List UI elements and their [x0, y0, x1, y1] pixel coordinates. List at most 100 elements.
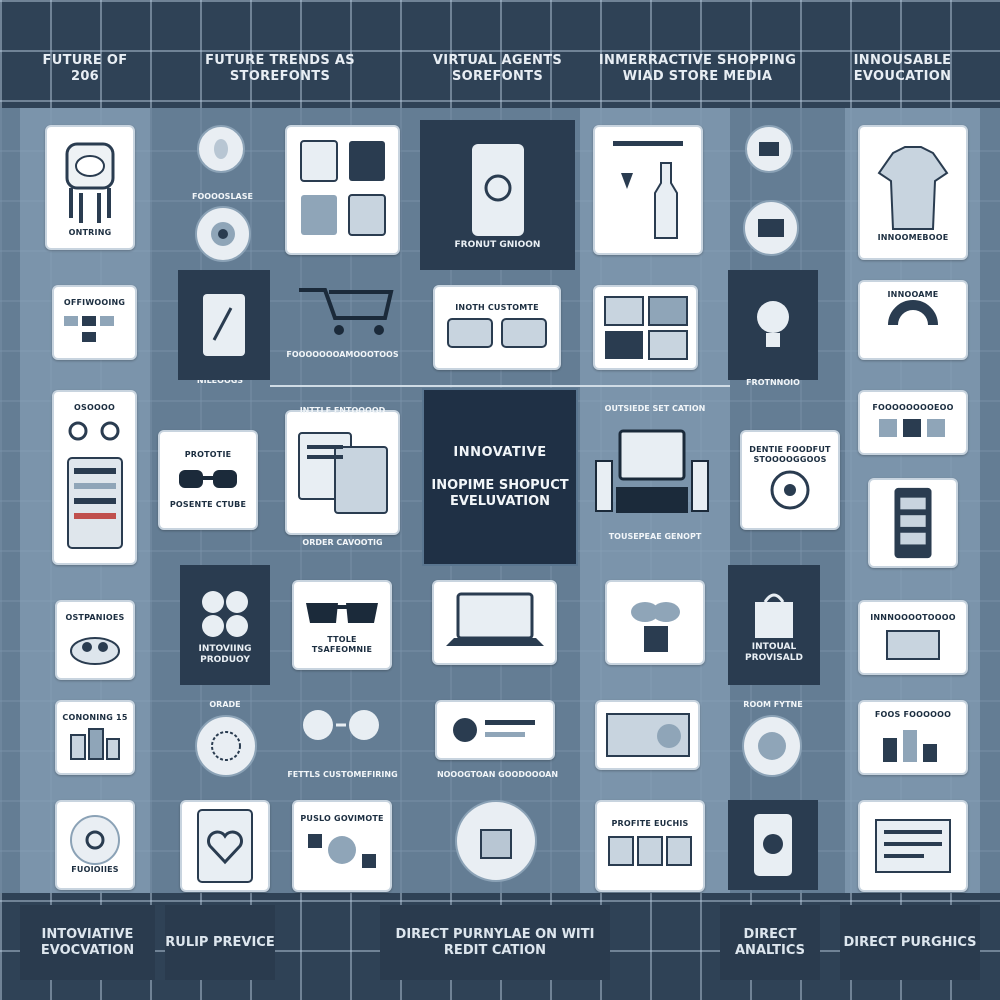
tablet-tile [178, 270, 270, 380]
tablet-icon [203, 294, 245, 356]
direct-label: OUTSIEDE SET CATION [604, 404, 706, 413]
card-dentie[interactable]: DENTIE FOODFUT STOOOOGGOOS [740, 430, 840, 530]
right-3-label: FOOOOOOOOEOO [872, 402, 954, 412]
right-6-label: FOOS FOOOOOO [874, 710, 952, 719]
tools-icon [879, 418, 945, 437]
card-left-6-label: FUOIOIIES [71, 865, 119, 874]
card-left-3-label: OSOOOO [74, 402, 115, 412]
prototype-label: PROTOTIE [184, 450, 232, 459]
profile-circle-icon [197, 125, 245, 173]
bar-chart-icon [883, 730, 937, 762]
cart-label: FOOOOOOOAMOOOTOOS [286, 350, 399, 359]
card-plant[interactable] [605, 580, 705, 665]
heart-phone-icon [197, 809, 253, 883]
sunglasses-icon [306, 603, 378, 623]
center-title: INNOVATIVE [453, 444, 547, 460]
device-tile [728, 800, 818, 890]
card-circle-info[interactable] [435, 700, 555, 760]
exchange-icon [303, 710, 379, 740]
terminal-icon [595, 429, 709, 513]
power-icon [70, 815, 120, 865]
card-profit[interactable]: PROFITE EUCHIS [595, 800, 705, 892]
bottom-center-label: NOOOGTOAN GOODOOOAN [436, 770, 559, 779]
shopping-cart-icon [299, 288, 394, 335]
banner-icon [605, 712, 690, 757]
card-banner[interactable] [595, 700, 700, 770]
device-icon [754, 814, 792, 876]
card-glasses[interactable]: TTOLE TSAFEOMNIE [292, 580, 392, 670]
card-customer[interactable]: INOTH CUSTOMTE [433, 285, 561, 370]
header-col2: FUTURE TRENDS AS STOREFONTS [205, 53, 355, 84]
footer-5: DIRECT PURGHICS [840, 905, 980, 980]
products-icon [70, 727, 120, 760]
screens-icon [297, 431, 388, 514]
card-left-5[interactable]: CONONING 15 [55, 700, 135, 775]
card-left-4[interactable]: OSTPANIOES [55, 600, 135, 680]
card-left-1-label: ONTRING [68, 227, 112, 237]
card-right-7[interactable] [858, 800, 968, 892]
dashboard-icon [65, 142, 115, 223]
footer-2: RULIP PREVICE [165, 905, 275, 980]
room-label: ROOM FYTNE [743, 700, 803, 709]
card-right-3[interactable]: FOOOOOOOOEOO [858, 390, 968, 455]
right-2-label: INNOOAME [887, 290, 939, 299]
visual-label: INTOUAL PROVISALD [745, 642, 803, 663]
card-left-1[interactable]: ONTRING [45, 125, 135, 250]
card-phone-list[interactable] [868, 478, 958, 568]
center-subtitle: INOPIME SHOPUCT EVELUVATION [431, 477, 569, 509]
storefront-grid-icon [299, 139, 386, 236]
mobile-list-icon [66, 421, 123, 549]
vr-glasses-icon [179, 470, 237, 488]
front-label: FRONUT GNIOON [454, 239, 541, 250]
right-5-label: INNNOOOOTOOOO [870, 612, 956, 622]
card-right-2[interactable]: INNOOAME [858, 280, 968, 360]
header-col3: VIRTUAL AGENTS SOREFONTS [432, 53, 563, 84]
order-label: ORDER CAVOOTIG [302, 538, 383, 547]
card-prototype[interactable]: PROTOTIE POSENTE CTUBE [158, 430, 258, 530]
card-laptop[interactable] [432, 580, 557, 665]
bulb-tile [728, 270, 818, 380]
footer-3: DIRECT PURNYLAE ON WITI REDIT CATION [380, 905, 610, 980]
card-rulp[interactable]: PUSLO GOVIMOTE [292, 800, 392, 892]
card-heart-phone[interactable] [180, 800, 270, 892]
laptop-icon [445, 592, 544, 646]
bottle-icon [613, 140, 683, 239]
profit-label: PROFITE EUCHIS [611, 818, 689, 828]
card-interact[interactable] [285, 410, 400, 535]
screen-circle-icon [743, 200, 799, 256]
innovating-label: INTOVIING PRODUOY [198, 644, 252, 665]
card-storefront[interactable] [285, 125, 400, 255]
shirt-label: INNOOMEBOOE [877, 232, 949, 242]
footer-4: DIRECT ANALTICS [720, 905, 820, 980]
innovating-tile: INTOVIING PRODUOY [180, 565, 270, 685]
gallery-icon [603, 295, 688, 360]
shirt-icon [877, 145, 949, 230]
orade-label: ORADE [209, 700, 241, 709]
card-left-3[interactable]: OSOOOO [52, 390, 137, 565]
monitor-circle-icon [745, 125, 793, 173]
card-right-6[interactable]: FOOS FOOOOOO [858, 700, 968, 775]
bag-tile: INTOUAL PROVISALD [728, 565, 820, 685]
dentie-label: DENTIE FOODFUT STOOOOGGOOS [749, 445, 831, 464]
label-nileoogs: NILEOOGS [196, 376, 244, 385]
product-circle-icon [195, 206, 251, 262]
card-product-detail[interactable] [593, 125, 703, 255]
card-left-4-label: OSTPANIOES [65, 612, 125, 622]
card-left-6[interactable]: FUOIOIIES [55, 800, 135, 890]
header-col1: FUTURE OF 206 [42, 53, 128, 84]
prototype-sub: POSENTE CTUBE [169, 500, 247, 509]
product-tray-icon [608, 835, 692, 866]
glasses-card-label: TTOLE TSAFEOMNIE [311, 635, 373, 654]
connector-top [270, 385, 730, 387]
card-shirt[interactable]: INNOOMEBOOE [858, 125, 968, 260]
header-col4: INMERRACTIVE SHOPPING WIAD STORE MEDIA [598, 53, 797, 84]
smartphone-icon [471, 143, 524, 236]
card-left-2[interactable]: OFFIWOOING [52, 285, 137, 360]
card-gallery[interactable] [593, 285, 698, 370]
ring-icon [888, 300, 938, 326]
card-right-5[interactable]: INNNOOOOTOOOO [858, 600, 968, 675]
interact-label: INTTLE ENTOOOOD [299, 406, 386, 415]
terminal-label: TOUSEPEAE GENOPT [608, 532, 702, 541]
receipt-icon [875, 819, 951, 873]
pattern-circle-icon [742, 715, 802, 777]
